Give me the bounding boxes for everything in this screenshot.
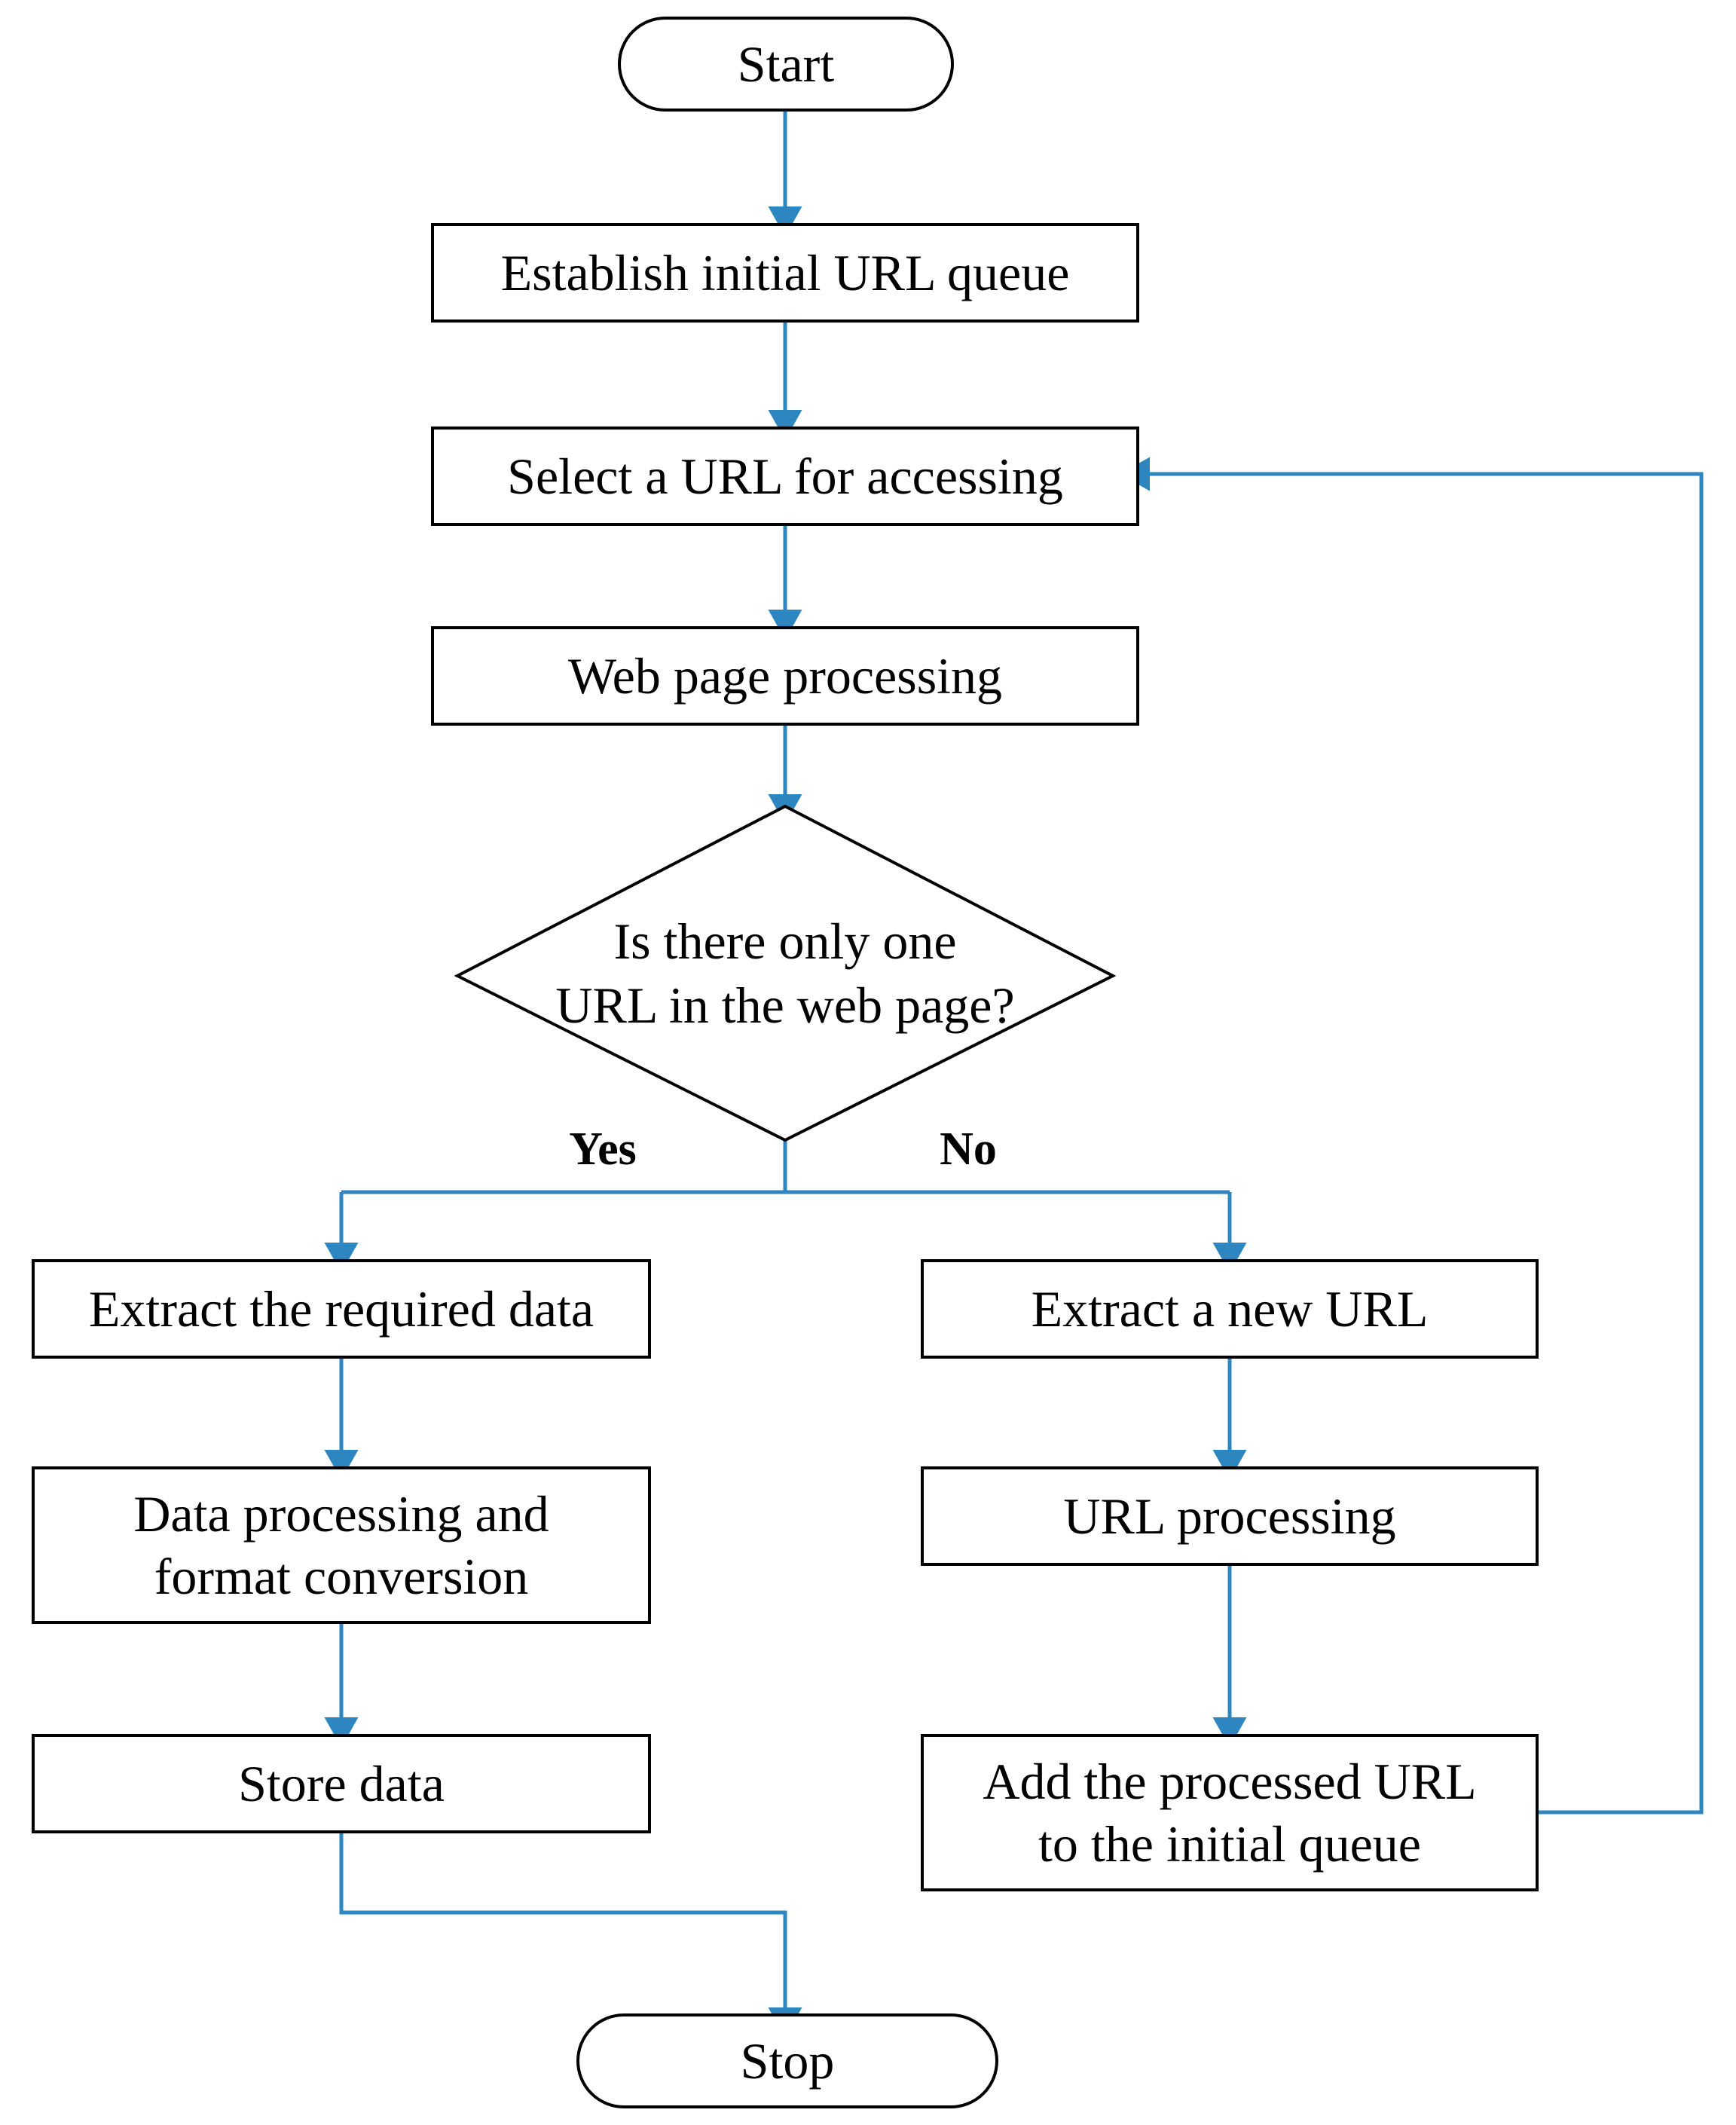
node-establish-label: Establish initial URL queue xyxy=(500,243,1070,301)
node-select-url[interactable]: Select a URL for accessing xyxy=(431,427,1139,526)
edge-store-stop xyxy=(339,1833,802,2038)
node-extract-required-data[interactable]: Extract the required data xyxy=(32,1259,651,1359)
node-decision-label: Is there only one URL in the web page? xyxy=(555,912,1015,1034)
node-stop[interactable]: Stop xyxy=(576,2013,998,2108)
branch-label-no: No xyxy=(940,1124,997,1175)
node-urlproc-label: URL processing xyxy=(1063,1487,1396,1545)
node-start-label: Start xyxy=(737,35,835,93)
node-start[interactable]: Start xyxy=(618,17,954,112)
node-extract-new-url[interactable]: Extract a new URL xyxy=(921,1259,1539,1359)
node-webpage-label: Web page processing xyxy=(567,647,1003,705)
node-store-label: Store data xyxy=(238,1754,445,1812)
node-stop-label: Stop xyxy=(740,2032,835,2090)
node-decision-one-url[interactable]: Is there only one URL in the web page? xyxy=(457,806,1113,1140)
node-establish-initial-url-queue[interactable]: Establish initial URL queue xyxy=(431,223,1139,323)
node-web-page-processing[interactable]: Web page processing xyxy=(431,626,1139,726)
node-dataproc-label: Data processing and format conversion xyxy=(133,1484,549,1605)
node-store-data[interactable]: Store data xyxy=(32,1734,651,1833)
branch-label-yes: Yes xyxy=(569,1124,637,1175)
node-extract-label: Extract the required data xyxy=(88,1280,594,1338)
node-addqueue-label: Add the processed URL to the initial que… xyxy=(983,1752,1477,1873)
node-data-processing-format-conversion[interactable]: Data processing and format conversion xyxy=(32,1466,651,1624)
node-select-label: Select a URL for accessing xyxy=(507,447,1063,505)
node-add-processed-url-to-queue[interactable]: Add the processed URL to the initial que… xyxy=(921,1734,1539,1891)
edge-addqueue-select xyxy=(1120,457,1704,1815)
node-newurl-label: Extract a new URL xyxy=(1031,1280,1429,1338)
node-url-processing[interactable]: URL processing xyxy=(921,1466,1539,1566)
